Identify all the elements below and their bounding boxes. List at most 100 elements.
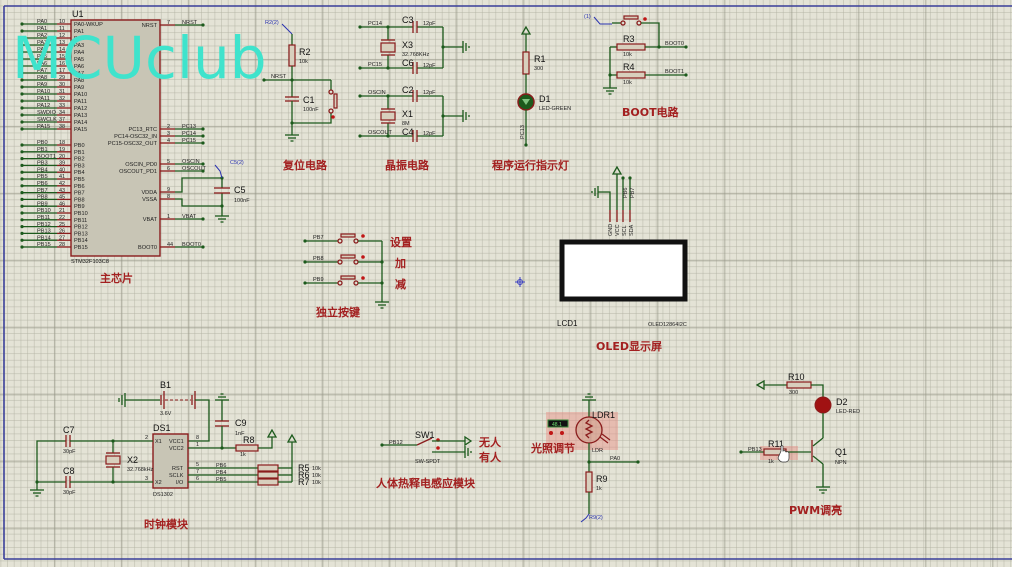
button-row[interactable]: PB7 设置 [303,233,412,249]
button-plus[interactable] [340,254,356,259]
button-row[interactable]: PB9 减 [303,275,406,291]
probe-icon[interactable] [214,164,223,179]
crystal-x1[interactable] [380,111,396,121]
oled-display[interactable]: PB6 PB7 GND VCC SCL SDA LCD1 OLED12864I2… [557,165,688,353]
c5-probe-label[interactable]: C5(2) [230,160,244,166]
probe-icon[interactable] [580,513,590,523]
resistor-r6[interactable] [257,471,279,479]
pin-number: 32 [59,96,65,102]
c5-ref: C5 [234,185,246,195]
resistor-r9[interactable] [585,471,593,493]
button-minus[interactable] [340,275,356,280]
resistor-r4[interactable] [616,71,646,79]
pir-circuit[interactable]: PB12 SW1 SW-SPDT 无人 有人 人体热释电感应模块 [376,430,502,490]
resistor-r8[interactable] [235,444,259,452]
boot-probe-label[interactable]: (1) [584,14,591,20]
reset-button[interactable] [333,93,338,109]
led-red-icon[interactable] [814,396,832,414]
button-circuit[interactable]: PB7 设置 PB8 加 PB9 减 独立按键 [303,233,412,319]
ldr-meter[interactable] [547,419,569,428]
clock-circuit[interactable]: B1 3.6V C9 1nF DS1 DS1302 X1 X2 VCC1 VCC… [30,380,321,531]
r9-probe-label[interactable]: R9(2) [589,515,603,521]
run-led-circuit[interactable]: PC13 R1 300 D1 LED-GREEN 程序运行指示灯 [492,25,571,172]
ground-icon [816,486,830,494]
crystal-circuit[interactable]: PC14 PC15 C3 12pF C6 12pF X3 32.768KHz O… [358,15,470,172]
reset-circuit[interactable]: R2(2) NRST R2 10k C1 100nF 复位电路 [262,20,338,172]
pwm-circuit[interactable]: PB13 R11 1k Q1 NPN R10 300 D2 LED-RED PW… [739,372,860,517]
c7-value: 30pF [63,449,76,455]
light-circuit[interactable]: 48.1 PA0 R9(2) LDR1 LDR R9 1k 光照调节 [530,393,640,523]
pin-label: I/O [176,480,184,486]
button-row[interactable]: PB8 加 [303,254,406,270]
probe-icon[interactable] [593,16,612,25]
resistor-r10[interactable] [786,381,812,389]
r2-probe-label[interactable]: R2(2) [265,20,279,26]
resistor-r5[interactable] [257,464,279,472]
ldr-increase-button[interactable] [560,431,564,435]
ldr-decrease-button[interactable] [549,431,553,435]
probe-icon[interactable] [281,23,293,35]
pin-number: 12 [59,33,65,39]
resistor-r1[interactable] [522,51,530,75]
sw1-value: SW-SPDT [415,459,441,465]
net-label: PB8 [37,195,48,201]
boot-circuit[interactable]: (1) R3 10k R4 10k BOOT0 BOOT1 BOOT电路 [584,14,688,119]
ds1302-chip[interactable] [152,433,189,489]
switch-sw1[interactable] [416,437,433,446]
resistor-r2[interactable] [288,44,296,67]
crystal-x2[interactable] [105,455,121,465]
button-set[interactable] [340,233,356,238]
crystal-x3[interactable] [380,42,396,53]
oled-screen[interactable] [559,239,688,302]
resistor-r3[interactable] [616,43,646,51]
pin-name: PB0 [74,143,85,149]
resistor-r7[interactable] [257,478,279,486]
boot-button[interactable] [623,15,639,20]
chip-body[interactable] [70,19,161,257]
